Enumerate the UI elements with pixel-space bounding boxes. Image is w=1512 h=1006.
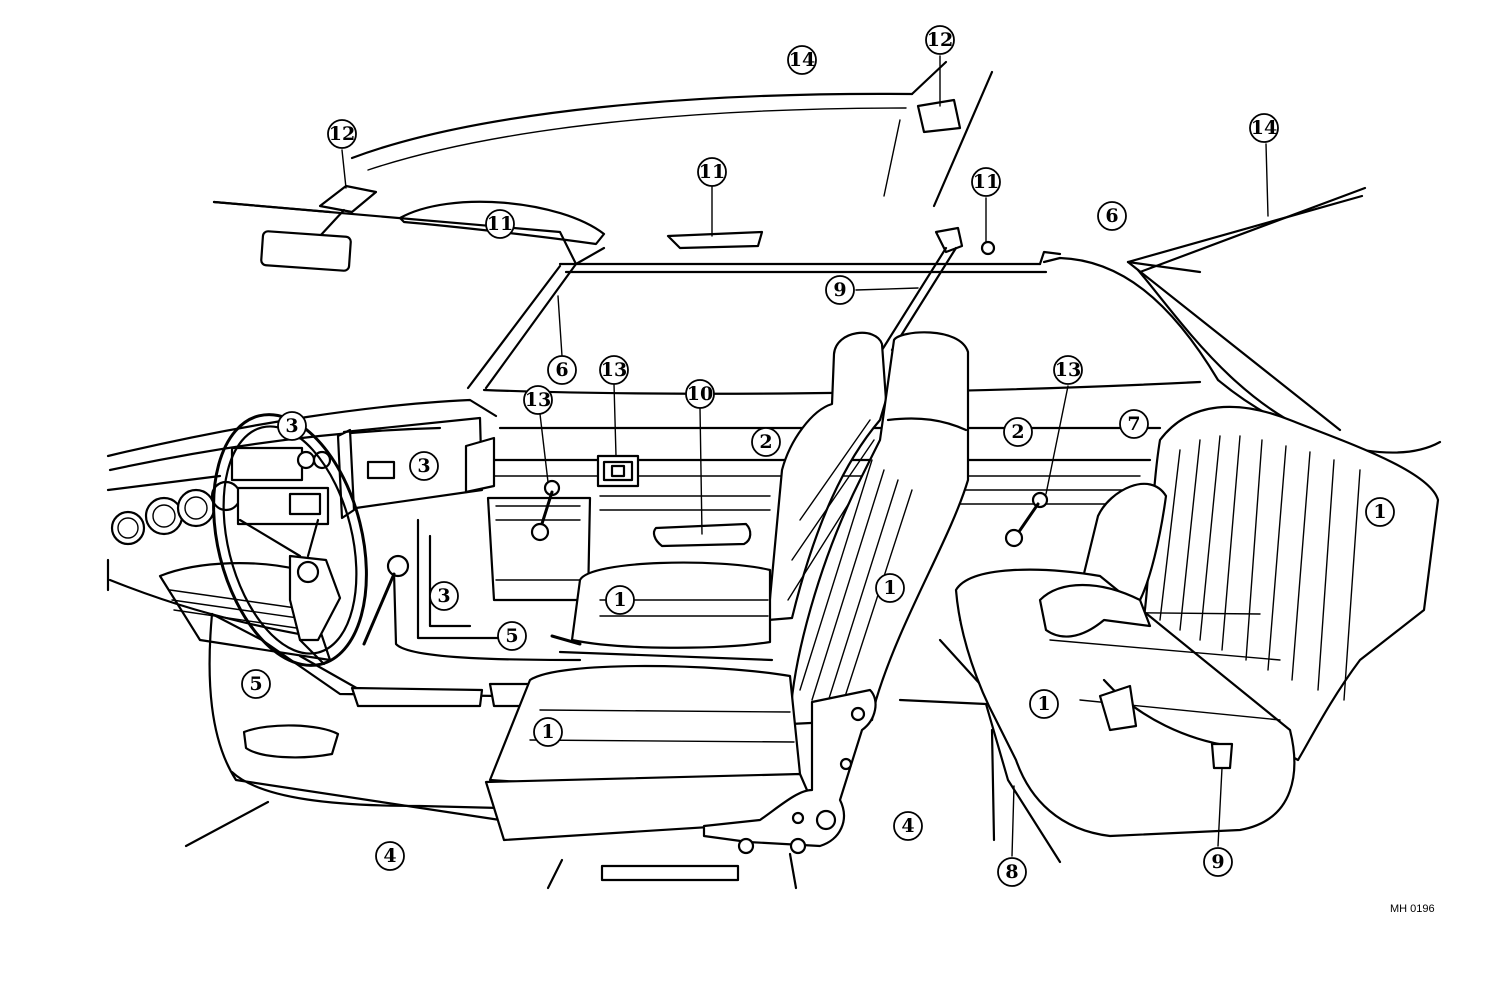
- gear-shift-lever: [362, 554, 410, 646]
- door-lock-knob: [596, 454, 640, 488]
- door-arm-rest: [652, 522, 752, 548]
- callout-5-console: 5: [497, 621, 527, 651]
- svg-text:1: 1: [1373, 501, 1386, 523]
- callout-14-right: 14: [1249, 113, 1279, 143]
- callout-4-left: 4: [375, 841, 405, 871]
- callout-9-top: 9: [825, 275, 855, 305]
- callout-2-right: 2: [1003, 417, 1033, 447]
- callout-1-rear-cushion: 1: [1029, 689, 1059, 719]
- svg-text:3: 3: [437, 585, 450, 607]
- svg-text:1: 1: [613, 589, 626, 611]
- callout-11-pin: 11: [971, 167, 1001, 197]
- callout-1-driver-back: 1: [875, 573, 905, 603]
- callout-4-right: 4: [893, 811, 923, 841]
- rear-view-mirror: [260, 184, 378, 272]
- callout-2-left: 2: [751, 427, 781, 457]
- svg-text:14: 14: [789, 49, 815, 71]
- callout-6-left: 6: [547, 355, 577, 385]
- svg-text:2: 2: [1011, 421, 1024, 443]
- svg-text:7: 7: [1127, 413, 1140, 435]
- svg-text:5: 5: [249, 673, 262, 695]
- assist-grip: [666, 230, 764, 250]
- window-regulator-left: [530, 479, 561, 542]
- svg-text:13: 13: [525, 389, 551, 411]
- steering-wheel: [212, 413, 368, 667]
- drawing-code: MH 0196: [1390, 903, 1435, 915]
- callout-6-right: 6: [1097, 201, 1127, 231]
- callout-11-visor: 11: [485, 209, 515, 239]
- callout-8: 8: [997, 857, 1027, 887]
- callout-13-left-handle: 13: [523, 385, 553, 415]
- svg-text:6: 6: [1105, 205, 1118, 227]
- svg-text:11: 11: [487, 213, 513, 235]
- svg-text:6: 6: [555, 359, 568, 381]
- callout-1-far-seat: 1: [605, 585, 635, 615]
- callout-10-armrest: 10: [685, 379, 715, 409]
- interior-light-top: [916, 98, 962, 134]
- leader-lines: [341, 55, 1269, 857]
- svg-text:3: 3: [417, 455, 430, 477]
- svg-text:9: 9: [833, 279, 846, 301]
- svg-text:2: 2: [759, 431, 772, 453]
- callout-5-kick: 5: [241, 669, 271, 699]
- svg-text:12: 12: [927, 29, 953, 51]
- callout-1-rear-back: 1: [1365, 497, 1395, 527]
- callout-13-lock: 13: [599, 355, 629, 385]
- center-console-floor: [184, 612, 1062, 890]
- callout-12-right: 12: [925, 25, 955, 55]
- svg-text:3: 3: [285, 415, 298, 437]
- callout-14-top: 14: [787, 45, 817, 75]
- callout-9-rear: 9: [1203, 847, 1233, 877]
- svg-text:5: 5: [505, 625, 518, 647]
- window-regulator-right: [1004, 491, 1049, 548]
- svg-text:12: 12: [329, 123, 355, 145]
- svg-text:4: 4: [901, 815, 914, 837]
- callout-3-dash-top: 3: [277, 411, 307, 441]
- front-seat-far: [550, 331, 888, 662]
- callout-12-left: 12: [327, 119, 357, 149]
- svg-text:9: 9: [1211, 851, 1224, 873]
- windshield-frame: [212, 200, 1062, 390]
- svg-text:10: 10: [687, 383, 713, 405]
- svg-text:11: 11: [699, 161, 725, 183]
- driver-seat: [484, 331, 970, 855]
- front-seat-belt: [880, 226, 964, 352]
- svg-text:1: 1: [883, 577, 896, 599]
- svg-text:14: 14: [1251, 117, 1277, 139]
- svg-text:13: 13: [1055, 359, 1081, 381]
- rear-seat: [954, 405, 1440, 838]
- svg-text:1: 1: [1037, 693, 1050, 715]
- callout-11-grip: 11: [697, 157, 727, 187]
- callout-7: 7: [1119, 409, 1149, 439]
- callout-13-right-handle: 13: [1053, 355, 1083, 385]
- svg-text:13: 13: [601, 359, 627, 381]
- hook-pin: [980, 240, 996, 256]
- callout-1-driver-cushion: 1: [533, 717, 563, 747]
- callout-3-dash-right: 3: [409, 451, 439, 481]
- callout-3-lower: 3: [429, 581, 459, 611]
- svg-text:4: 4: [383, 845, 396, 867]
- svg-text:1: 1: [541, 721, 554, 743]
- roof-headliner: [212, 60, 1442, 454]
- svg-text:8: 8: [1005, 861, 1018, 883]
- svg-text:11: 11: [973, 171, 999, 193]
